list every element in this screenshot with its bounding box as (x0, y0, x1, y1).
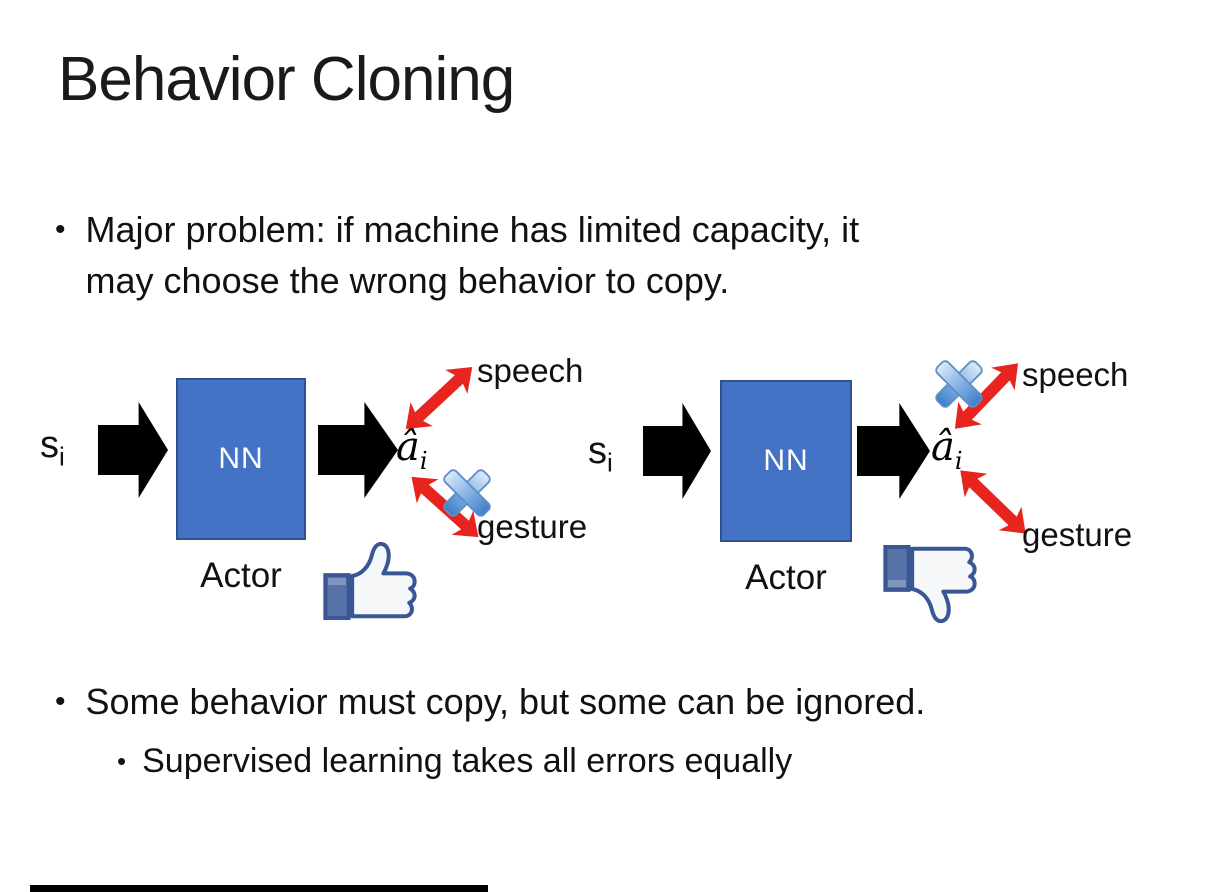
gesture-label: gesture (1022, 516, 1133, 553)
bullet-glyph: • (55, 685, 66, 718)
bullet-some-behavior: • Some behavior must copy, but some can … (55, 676, 1135, 727)
action-output-label: âi (396, 424, 428, 475)
bullet-major-problem-text: Major problem: if machine has limited ca… (86, 204, 860, 306)
speech-label: speech (477, 352, 584, 389)
bottom-clipped-bar (30, 885, 488, 892)
blue-cross-icon (438, 463, 496, 528)
nn-box-label: NN (763, 444, 809, 477)
bullet-glyph: • (55, 213, 66, 246)
gesture-label: gesture (477, 508, 588, 545)
speech-double-arrow-icon (390, 351, 487, 446)
input-arrow-icon (98, 402, 168, 498)
output-arrow-icon (318, 402, 398, 498)
slide-title: Behavior Cloning (58, 45, 515, 114)
nn-box-label: NN (218, 442, 264, 475)
thumbs-up-icon (320, 533, 420, 633)
state-input-label: si (588, 430, 613, 478)
action-output-label: âi (931, 424, 963, 475)
speech-label: speech (1022, 356, 1129, 393)
bullet-some-behavior-text: Some behavior must copy, but some can be… (85, 681, 926, 722)
bullet-supervised-text: Supervised learning takes all errors equ… (142, 742, 793, 780)
bullet-line-1: Major problem: if machine has limited ca… (85, 209, 860, 250)
output-arrow-icon (857, 403, 930, 499)
bullet-supervised: • Supervised learning takes all errors e… (117, 738, 792, 784)
actor-caption: Actor (200, 556, 282, 595)
state-input-label: si (40, 424, 65, 472)
actor-caption: Actor (745, 558, 827, 597)
bullet-major-problem: • Major problem: if machine has limited … (55, 204, 1045, 306)
input-arrow-icon (643, 403, 711, 499)
nn-box: NN (720, 380, 852, 542)
thumbs-down-icon (880, 531, 980, 633)
blue-cross-icon (930, 352, 988, 421)
bullet-line-2: may choose the wrong behavior to copy. (85, 260, 730, 301)
nn-box: NN (176, 378, 306, 540)
bullet-glyph: • (117, 746, 127, 776)
